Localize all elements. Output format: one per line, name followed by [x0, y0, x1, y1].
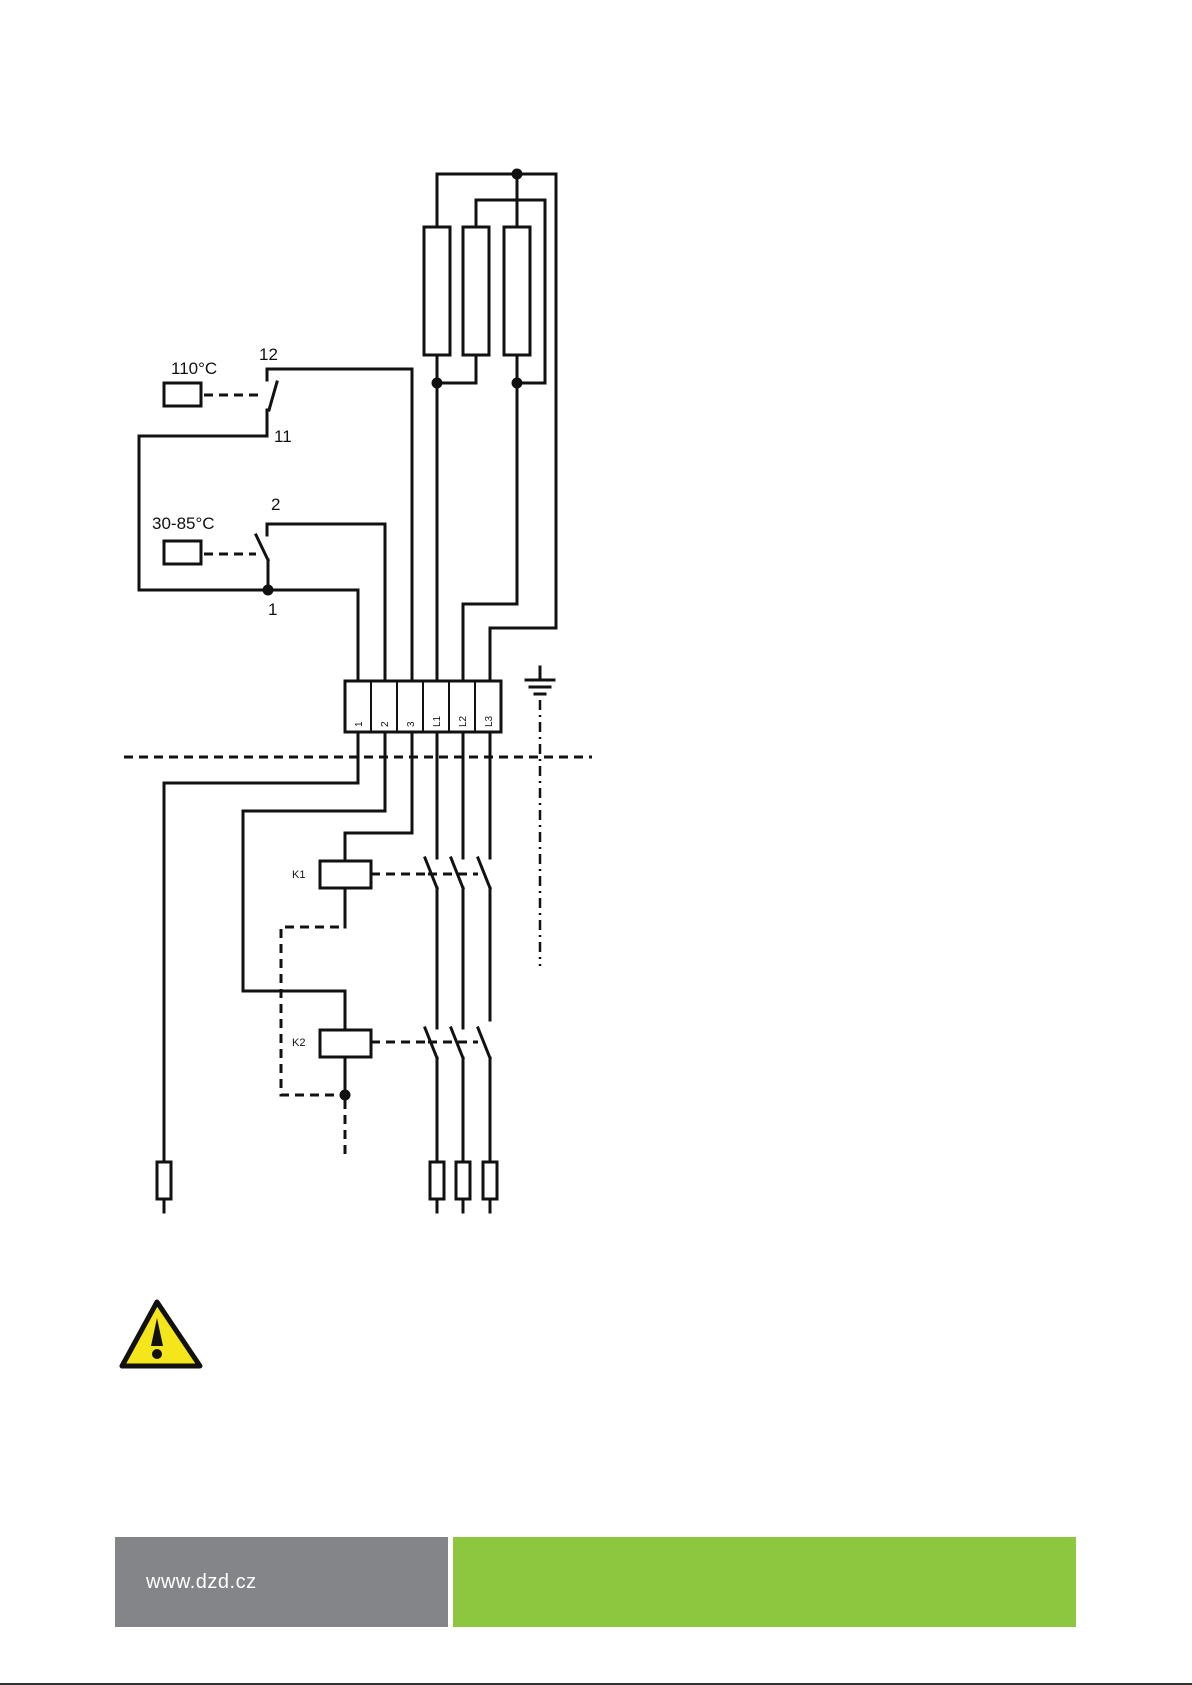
footer-accent-bar — [453, 1537, 1076, 1627]
fuses — [157, 1162, 497, 1199]
terminal-2: 2 — [380, 721, 391, 727]
ground-symbol — [526, 667, 554, 966]
fuse-l1 — [430, 1162, 444, 1199]
adjustable-terminal-1: 1 — [268, 600, 277, 619]
power-lines — [425, 732, 490, 1212]
adjustable-terminal-2: 2 — [271, 495, 280, 514]
fuse-l2 — [456, 1162, 470, 1199]
heating-element-1 — [424, 227, 450, 355]
terminal-3: 3 — [406, 721, 417, 727]
contactor-k1-label: K1 — [292, 869, 305, 881]
footer-url-bar: www.dzd.cz — [115, 1537, 448, 1627]
terminal-l3: L3 — [484, 715, 495, 727]
safety-terminal-11: 11 — [274, 427, 292, 446]
warning-icon — [122, 1302, 200, 1366]
wiring-diagram: 110°C 12 11 30-85°C 2 1 1 2 3 L1 L2 L3 — [0, 0, 1192, 1530]
terminal-l2: L2 — [458, 715, 469, 727]
heating-element-3 — [504, 227, 530, 355]
heating-elements — [424, 169, 556, 689]
adjustable-thermostat-temp: 30-85°C — [152, 514, 215, 533]
fuse-control — [157, 1162, 171, 1199]
fuse-l3 — [483, 1162, 497, 1199]
heating-element-2 — [463, 227, 489, 355]
footer-url[interactable]: www.dzd.cz — [146, 1571, 257, 1594]
contactor-k1: K1 — [281, 861, 428, 1095]
safety-terminal-12: 12 — [259, 345, 278, 364]
control-wiring — [164, 732, 412, 1212]
terminal-block: 1 2 3 L1 L2 L3 — [345, 681, 501, 732]
contactor-k2-label: K2 — [292, 1037, 305, 1049]
safety-thermostat-temp: 110°C — [171, 359, 217, 378]
terminal-l1: L1 — [432, 715, 443, 727]
terminal-1: 1 — [354, 721, 365, 727]
